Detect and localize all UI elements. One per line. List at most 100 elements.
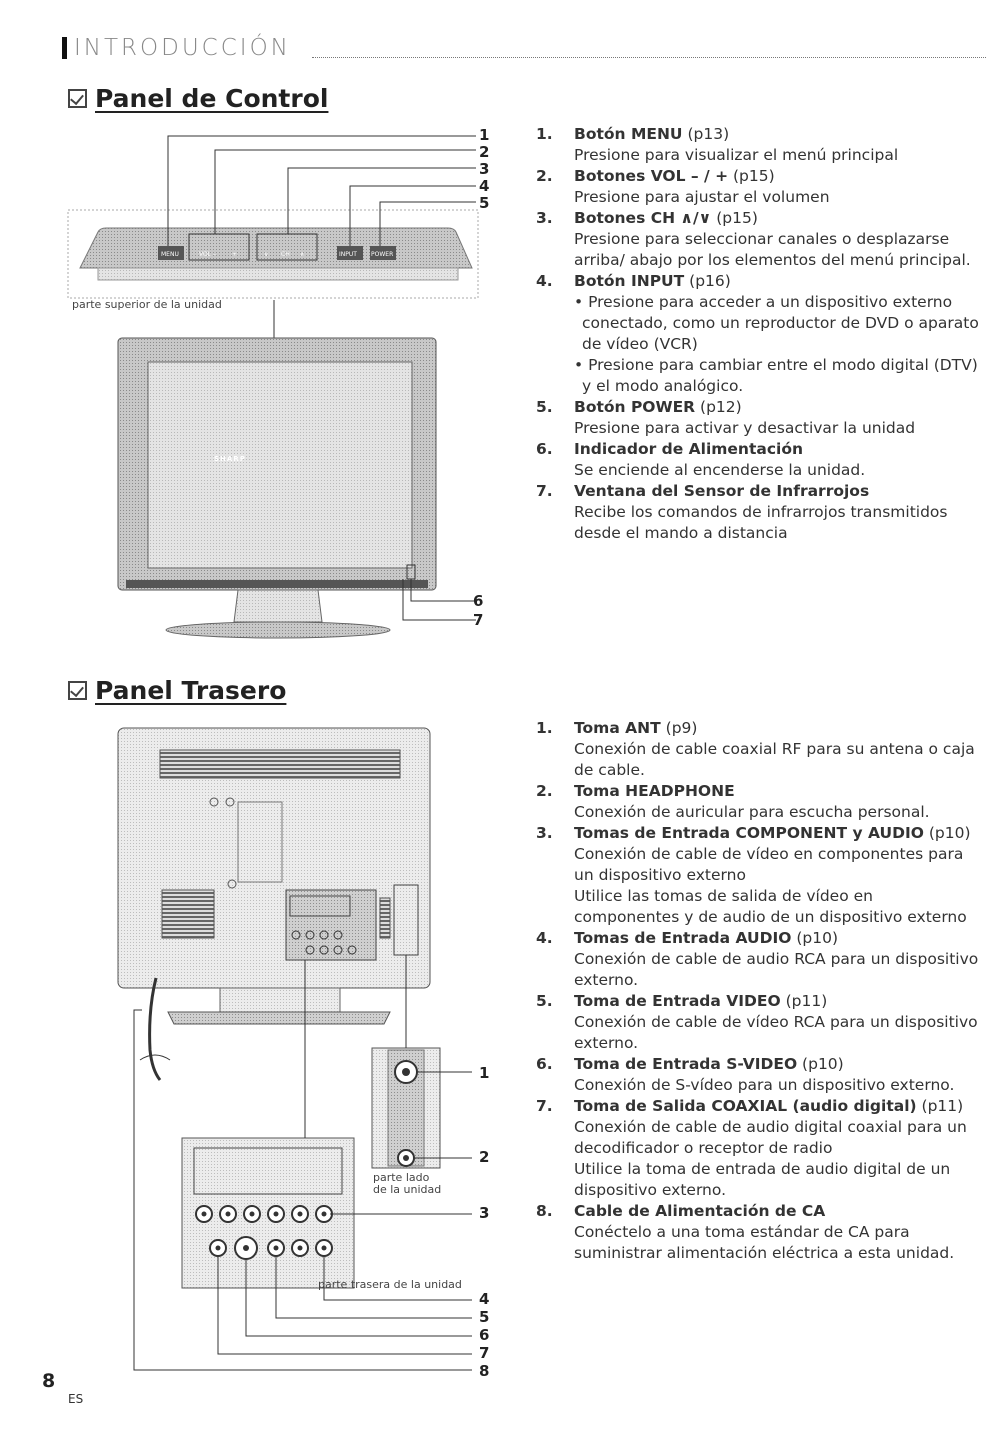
- callout-3: 3: [479, 160, 490, 178]
- item-head: Ventana del Sensor de Infrarrojos: [574, 482, 870, 500]
- item-text: Presione para ajustar el volumen: [574, 188, 830, 206]
- item-ref: (p11): [916, 1097, 964, 1115]
- checkbox-icon: [68, 89, 87, 108]
- item-ref: (p13): [682, 125, 730, 143]
- rear-callout-2: 2: [479, 1148, 490, 1166]
- rear-panel-list: 1.Toma ANT (p9)Conexión de cable coaxial…: [536, 718, 981, 1264]
- item-number: 5.: [536, 398, 553, 416]
- page-header: INTRODUCCIÓN: [62, 35, 986, 62]
- item-ref: (p12): [695, 398, 742, 416]
- side-caption: parte lado de la unidad: [373, 1171, 442, 1196]
- item-head: Botón POWER: [574, 398, 696, 416]
- callout-1: 1: [479, 126, 490, 144]
- list-item: 5. Botón POWER (p12) Presione para activar…: [536, 397, 981, 439]
- item-number: 1.: [536, 719, 553, 737]
- item-ref: (p11): [780, 992, 828, 1010]
- list-item: 3. Tomas de Entrada COMPONENT y AUDIO (p1…: [536, 823, 981, 928]
- item-head: Toma de Entrada VIDEO: [574, 992, 781, 1010]
- item-text: Conexión de cable coaxial RF para su ant…: [574, 740, 975, 779]
- list-item: 1.Toma ANT (p9)Conexión de cable coaxial…: [536, 718, 981, 781]
- header-bar-mark: [62, 37, 67, 59]
- item-bullet: • Presione para cambiar entre el modo di…: [574, 356, 978, 395]
- item-head: Toma HEADPHONE: [574, 782, 735, 800]
- item-head: Indicador de Alimentación: [574, 440, 804, 458]
- top-label-power: POWER: [371, 251, 393, 258]
- item-number: 1.: [536, 125, 553, 143]
- rear-panel-heading: Panel Trasero: [68, 676, 286, 705]
- list-item: 1. Botón MENU (p13) Presione para visualiz…: [536, 124, 981, 166]
- control-panel-list: 1. Botón MENU (p13) Presione para visualiz…: [536, 124, 981, 544]
- item-ref: (p10): [923, 824, 971, 842]
- item-number: 3.: [536, 824, 553, 842]
- callout-6: 6: [473, 592, 484, 610]
- item-head: Botón INPUT: [574, 272, 685, 290]
- top-label-vol-plus: +: [232, 251, 237, 258]
- item-text: Conexión de S-vídeo para un dispositivo …: [574, 1076, 955, 1094]
- list-item: 6.Toma de Entrada S-VIDEO (p10)Conexión …: [536, 1054, 981, 1096]
- item-text: Presione para visualizar el menú princip…: [574, 146, 899, 164]
- item-bullet: • Presione para acceder a un dispositivo…: [574, 293, 979, 353]
- rear-callout-7: 7: [479, 1344, 490, 1362]
- item-head: Botones CH ∧/∨: [574, 209, 712, 227]
- callout-2: 2: [479, 143, 490, 161]
- item-number: 5.: [536, 992, 553, 1010]
- top-caption: parte superior de la unidad: [72, 298, 222, 311]
- item-number: 4.: [536, 272, 553, 290]
- item-head: Botón MENU: [574, 125, 683, 143]
- item-ref: (p16): [684, 272, 731, 290]
- rear-caption: parte trasera de la unidad: [318, 1278, 462, 1291]
- rear-callout-8: 8: [479, 1362, 490, 1380]
- header-title: INTRODUCCIÓN: [74, 35, 291, 61]
- item-text: Utilice la toma de entrada de audio digi…: [574, 1160, 951, 1199]
- item-ref: (p15): [711, 209, 758, 227]
- page-language: ES: [68, 1392, 84, 1406]
- item-text: Conéctelo a una toma estándar de CA para…: [574, 1223, 955, 1262]
- list-item: 7. Toma de Salida COAXIAL (audio digital)…: [536, 1096, 981, 1201]
- control-panel-heading: Panel de Control: [68, 84, 328, 113]
- rear-panel-illustration: [117, 727, 472, 1371]
- item-head: Toma de Salida COAXIAL (audio digital): [574, 1097, 917, 1115]
- item-number: 2.: [536, 782, 553, 800]
- item-number: 7.: [536, 1097, 553, 1115]
- item-text: Se enciende al encenderse la unidad.: [574, 461, 866, 479]
- control-panel-illustration: MENU VOL – + ∨ CH ∧ INPUT POWER: [67, 135, 479, 639]
- rear-callout-6: 6: [479, 1326, 490, 1344]
- list-item: 2.Botones VOL – / + (p15)Presione para a…: [536, 166, 981, 208]
- item-number: 2.: [536, 167, 553, 185]
- item-number: 4.: [536, 929, 553, 947]
- list-item: 5. Toma de Entrada VIDEO (p11) Conexión de…: [536, 991, 981, 1054]
- item-ref: (p10): [797, 1055, 844, 1073]
- rear-callout-1: 1: [479, 1064, 490, 1082]
- checkbox-icon: [68, 681, 87, 700]
- list-item: 6. Indicador de Alimentación Se enciende a…: [536, 439, 981, 481]
- top-label-ch-down: ∨: [264, 251, 268, 258]
- item-text: Presione para seleccionar canales o desp…: [574, 230, 971, 269]
- item-text: Utilice las tomas de salida de vídeo en …: [574, 887, 967, 926]
- top-label-menu: MENU: [161, 251, 179, 258]
- item-number: 6.: [536, 1055, 553, 1073]
- list-item: 3. Botones CH ∧/∨ (p15) Presione para sele…: [536, 208, 981, 271]
- item-head: Tomas de Entrada COMPONENT y AUDIO: [574, 824, 924, 842]
- rear-callout-3: 3: [479, 1204, 490, 1222]
- header-rule: [312, 57, 986, 58]
- top-label-ch: CH: [281, 251, 290, 258]
- control-panel-title: Panel de Control: [95, 84, 329, 113]
- item-text: Conexión de cable de vídeo en componente…: [574, 845, 964, 884]
- callout-4: 4: [479, 177, 490, 195]
- item-text: Recibe los comandos de infrarrojos trans…: [574, 503, 948, 542]
- item-text: Presione para activar y desactivar la un…: [574, 419, 916, 437]
- list-item: 4.Tomas de Entrada AUDIO (p10)Conexión d…: [536, 928, 981, 991]
- callout-7: 7: [473, 611, 484, 629]
- item-head: Cable de Alimentación de CA: [574, 1202, 826, 1220]
- item-text: Conexión de cable de vídeo RCA para un d…: [574, 1013, 978, 1052]
- item-number: 7.: [536, 482, 553, 500]
- item-ref: (p15): [728, 167, 775, 185]
- item-head: Toma ANT: [574, 719, 661, 737]
- item-number: 3.: [536, 209, 553, 227]
- callout-5: 5: [479, 194, 490, 212]
- list-item: 4. Botón INPUT (p16) • Presione para acced…: [536, 271, 981, 397]
- item-number: 6.: [536, 440, 553, 458]
- item-head: Tomas de Entrada AUDIO: [574, 929, 792, 947]
